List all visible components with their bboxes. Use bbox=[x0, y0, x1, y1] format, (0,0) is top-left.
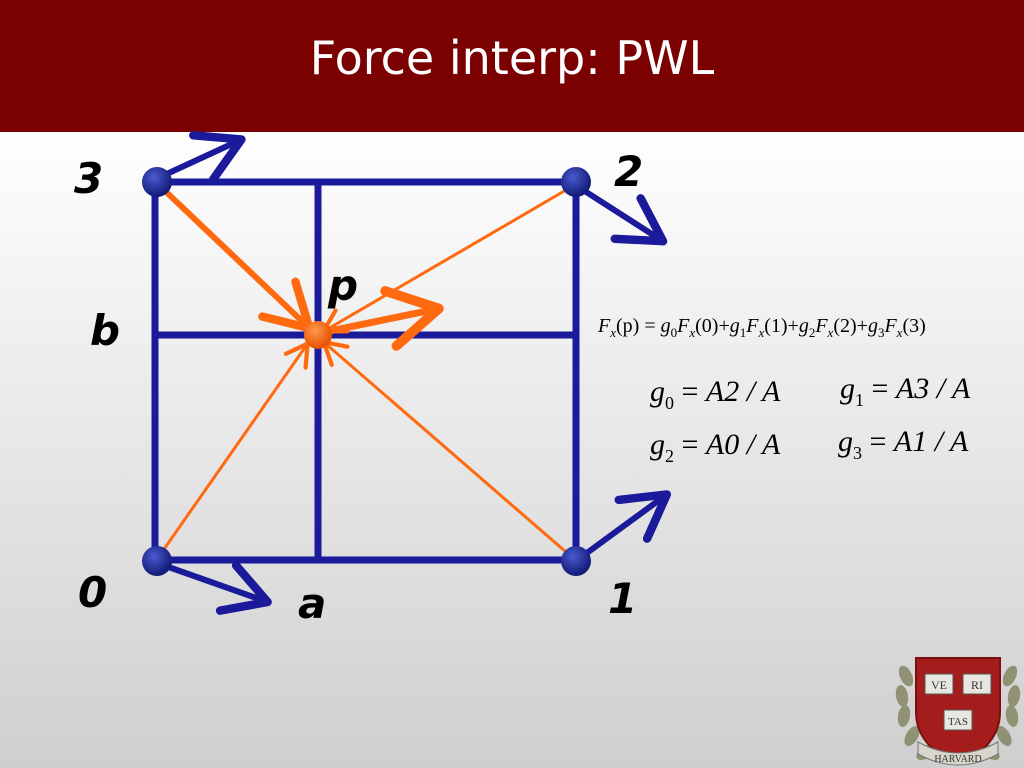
logo-ribbon-text: HARVARD bbox=[934, 754, 981, 765]
label-point-p: p bbox=[327, 261, 358, 310]
eq-term1-F: F bbox=[745, 315, 759, 337]
svg-text:Fx(p) = g0Fx(0)+g1Fx(1)+g2Fx(2: Fx(p) = g0Fx(0)+g1Fx(1)+g2Fx(2)+g3Fx(3) bbox=[597, 315, 926, 340]
weight-g2: g2 = A0 / A bbox=[650, 428, 781, 466]
logo-text-ri: RI bbox=[971, 678, 983, 692]
eq-term2-arg: (2) bbox=[833, 315, 856, 337]
label-axis-b: b bbox=[90, 306, 120, 355]
eq-term0-arg: (0) bbox=[695, 315, 718, 337]
logo-text-ve: VE bbox=[931, 678, 947, 692]
weight-g1: g1 = A3 / A bbox=[840, 372, 971, 410]
weight-g3: g3 = A1 / A bbox=[838, 425, 969, 463]
force-arrow-node2 bbox=[578, 185, 668, 246]
eq-term3-g: g bbox=[868, 315, 878, 337]
node-0 bbox=[142, 546, 172, 576]
eq-term3-gsub: 3 bbox=[878, 325, 885, 340]
book-top-left-icon bbox=[924, 673, 954, 695]
eq-lhs-F: F bbox=[597, 315, 611, 337]
eq-term0-g: g bbox=[661, 315, 671, 337]
weight-equations: g0 = A2 / A g1 = A3 / A g2 = A0 / A g3 =… bbox=[650, 372, 971, 466]
eq-term3-F: F bbox=[883, 315, 897, 337]
label-node2: 2 bbox=[614, 147, 643, 196]
eq-term1-arg: (1) bbox=[764, 315, 787, 337]
force-arrow-node0 bbox=[159, 561, 272, 615]
book-top-right-icon bbox=[962, 673, 992, 695]
harvard-shield-logo: VE RI TAS HARVARD bbox=[895, 657, 1021, 766]
arrow-force-at-p bbox=[319, 286, 444, 351]
title-bar bbox=[0, 0, 1024, 132]
node-2 bbox=[561, 167, 591, 197]
eq-term2-gsub: 2 bbox=[809, 325, 816, 340]
point-p bbox=[304, 321, 332, 349]
label-node1: 1 bbox=[608, 574, 637, 623]
node-force-arrows bbox=[156, 131, 672, 615]
eq-term0-gsub: 0 bbox=[671, 325, 678, 340]
eq-term1-gsub: 1 bbox=[740, 325, 747, 340]
slide-title: Force interp: PWL bbox=[309, 31, 715, 85]
eq-term2-Fsub: x bbox=[827, 325, 834, 340]
eq-term3-Fsub: x bbox=[896, 325, 903, 340]
weight-g0: g0 = A2 / A bbox=[650, 375, 781, 413]
eq-term2-F: F bbox=[814, 315, 828, 337]
arrow-3-to-p bbox=[159, 185, 314, 333]
eq-term0-F: F bbox=[676, 315, 690, 337]
eq-lhs-sub: x bbox=[609, 325, 616, 340]
arrow-2-to-p bbox=[321, 188, 567, 334]
arrow-1-to-p bbox=[321, 339, 567, 554]
label-node0: 0 bbox=[78, 568, 107, 617]
force-arrow-node1 bbox=[578, 490, 672, 561]
arrow-0-to-p bbox=[160, 341, 310, 553]
label-axis-a: a bbox=[298, 579, 326, 628]
eq-term0-Fsub: x bbox=[688, 325, 695, 340]
force-arrow-node3 bbox=[156, 131, 246, 184]
eq-term3-arg: (3) bbox=[902, 315, 925, 337]
label-node3: 3 bbox=[74, 154, 103, 203]
eq-term2-g: g bbox=[799, 315, 809, 337]
main-equation: Fx(p) = g0Fx(0)+g1Fx(1)+g2Fx(2)+g3Fx(3) bbox=[597, 315, 926, 340]
book-bottom-icon bbox=[943, 709, 973, 731]
logo-ribbon bbox=[917, 741, 999, 766]
orange-thin-arrows bbox=[160, 188, 567, 554]
node-3 bbox=[142, 167, 172, 197]
logo-text-tas: TAS bbox=[948, 716, 968, 728]
node-1 bbox=[561, 546, 591, 576]
eq-term1-g: g bbox=[730, 315, 740, 337]
eq-term1-Fsub: x bbox=[757, 325, 764, 340]
eq-lhs-arg: (p) bbox=[616, 315, 639, 337]
